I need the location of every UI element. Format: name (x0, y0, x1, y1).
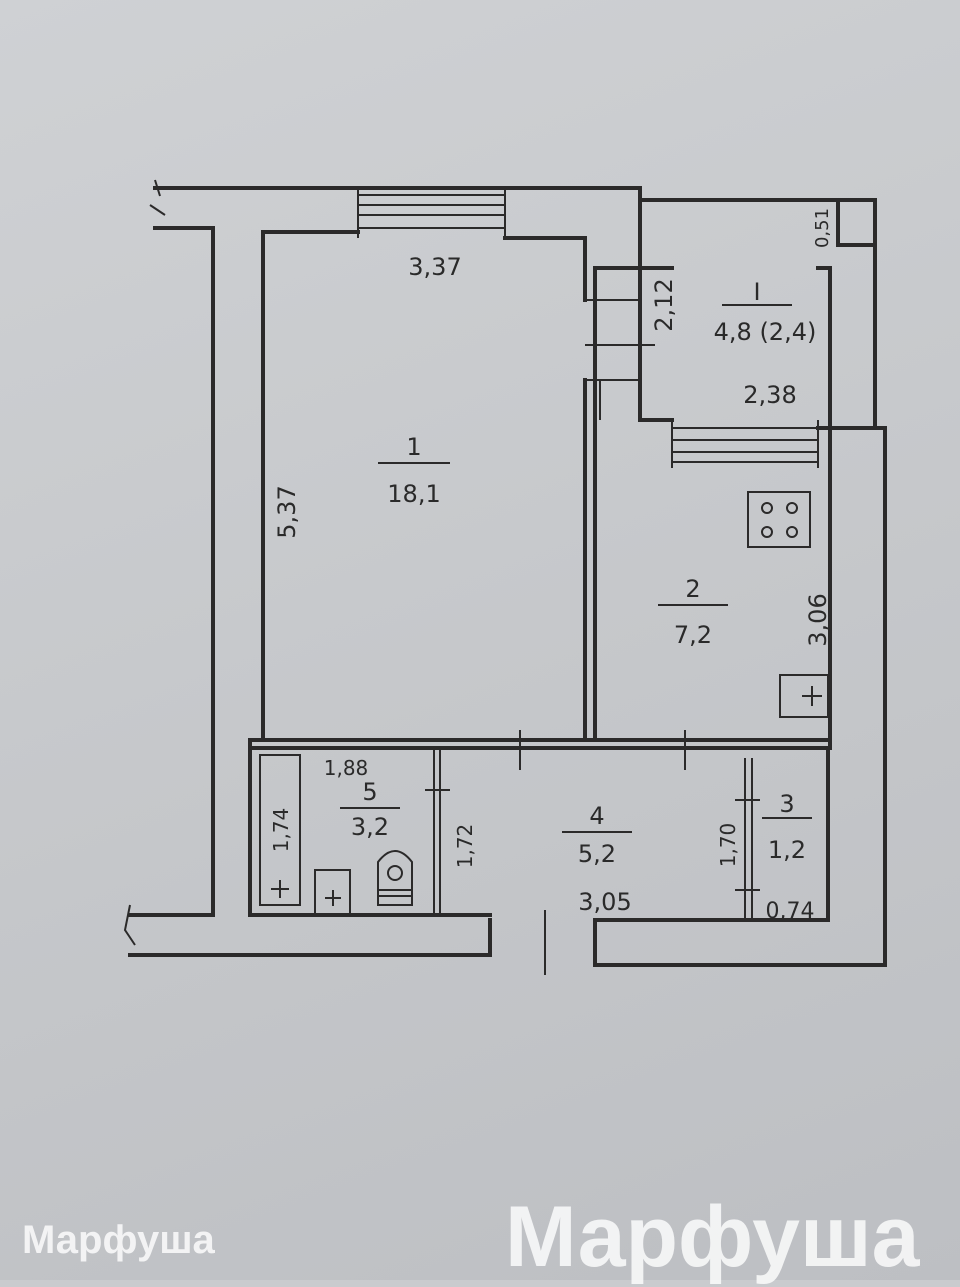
exterior-walls (123, 179, 887, 967)
toilet-icon (377, 850, 413, 906)
dim-closet-depth: 1,70 (716, 823, 740, 868)
watermark-small: Марфуша (22, 1218, 215, 1262)
room-4-area: 5,2 (578, 840, 616, 868)
room-5-area: 3,2 (351, 813, 389, 841)
stove-icon (747, 491, 811, 548)
room-5-number: 5 (362, 778, 377, 806)
dim-room1-length: 5,37 (273, 485, 301, 538)
window-kitchen (671, 420, 819, 468)
dim-balcony-niche: 0,51 (812, 208, 833, 248)
room-1-area: 18,1 (387, 480, 440, 508)
dim-room1-width: 3,37 (408, 253, 461, 281)
bathtub-icon (259, 754, 301, 906)
dim-bath-tub: 1,74 (269, 808, 293, 853)
dim-balcony-width: 2,38 (743, 381, 796, 409)
room-1-number: 1 (406, 433, 421, 461)
room-2-number: 2 (685, 575, 700, 603)
room-3-area: 1,2 (768, 836, 806, 864)
dim-hall-depth: 1,72 (453, 824, 477, 869)
kitchen-walls (593, 266, 832, 747)
room-2-area: 7,2 (674, 621, 712, 649)
fraction-lines (340, 304, 812, 833)
dim-balcony-depth: 2,12 (650, 278, 678, 331)
watermark-large: Марфуша (505, 1189, 920, 1285)
balcony-walls (585, 198, 877, 468)
room-3-number: 3 (779, 790, 794, 818)
dim-kitchen-length: 3,06 (804, 593, 832, 646)
room-4-number: 4 (589, 802, 604, 830)
dim-closet-width: 0,74 (766, 899, 815, 924)
window-room-1 (357, 188, 506, 238)
washbasin-icon (314, 869, 351, 916)
dim-bath-width: 1,88 (324, 756, 369, 780)
balcony-number: I (753, 278, 760, 306)
dim-hall-width: 3,05 (578, 888, 631, 916)
sink-icon (779, 674, 829, 718)
balcony-area: 4,8 (2,4) (714, 318, 817, 346)
room-1-walls (261, 188, 587, 742)
bottom-rooms-walls (248, 730, 832, 975)
